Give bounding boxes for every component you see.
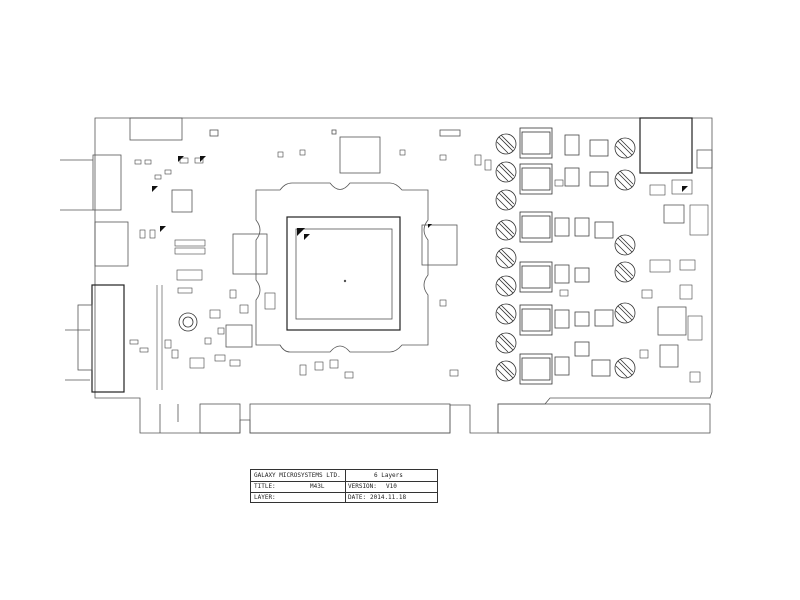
power-connector — [639, 117, 693, 174]
vrm-controller-chip — [657, 306, 687, 336]
date-value: 2014.11.18 — [370, 494, 407, 501]
gpu-keepout-outline — [255, 182, 429, 353]
version-label: VERSION: — [348, 483, 377, 490]
top-connector — [129, 117, 183, 141]
power-chokes — [519, 127, 553, 385]
title-label: TITLE: — [254, 483, 276, 490]
io-connector-2 — [92, 154, 122, 211]
board-outline — [94, 117, 713, 434]
pcie-key-notch — [199, 403, 241, 434]
io-connector-1 — [94, 221, 129, 267]
layer-count: 6 Layers — [374, 472, 403, 479]
io-left-edge — [60, 159, 93, 381]
date-label: DATE: — [348, 494, 367, 501]
memory-chip-left — [232, 233, 268, 275]
connector-pin-column — [156, 285, 163, 390]
capacitors-right-column — [178, 137, 636, 379]
title-value: M43L — [310, 483, 325, 490]
gpu-die-package — [286, 216, 401, 331]
pcie-finger-area-right — [497, 403, 711, 434]
drawing-title-block: GALAXY MICROSYSTEMS LTD. 6 Layers TITLE:… — [250, 469, 438, 503]
pcie-finger-area — [249, 403, 451, 434]
gpu-die-inner — [295, 228, 393, 320]
memory-chip-right — [421, 224, 458, 266]
company-name: GALAXY MICROSYSTEMS LTD. — [254, 472, 341, 479]
triangle-markers — [152, 156, 688, 232]
io-connector-inner — [77, 304, 93, 371]
pcie-edge-slot-left — [159, 404, 179, 433]
capacitors-left-column — [495, 133, 517, 382]
vrm-mosfets — [554, 134, 614, 377]
version-value: V10 — [386, 483, 397, 490]
bios-chip — [171, 189, 193, 213]
io-bracket — [91, 284, 125, 393]
layer-label: LAYER: — [254, 494, 276, 501]
small-components — [129, 149, 709, 383]
controller-chip — [225, 324, 253, 348]
memory-chip-top — [339, 136, 381, 174]
